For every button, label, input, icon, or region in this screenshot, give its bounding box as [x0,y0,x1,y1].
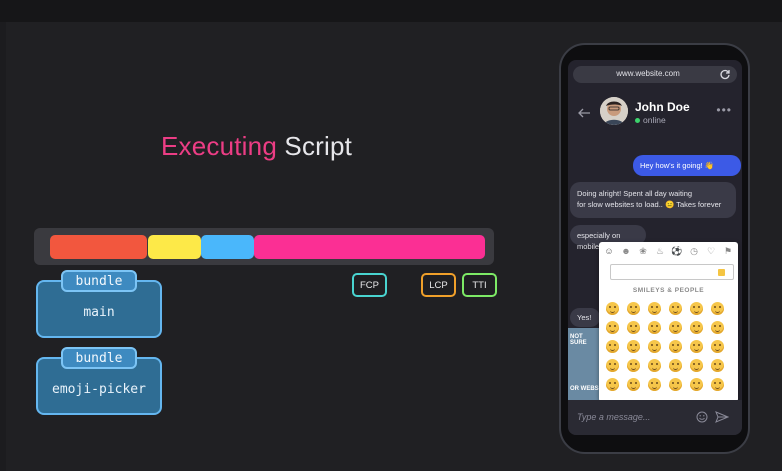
send-icon[interactable] [715,411,729,423]
emoji-smiley-icon[interactable] [627,359,640,372]
url-text: www.website.com [616,69,680,78]
main-bundle-tag-label: bundle [75,273,123,289]
timeline-segment-yellow [148,235,201,259]
message-composer: Type a message... [568,400,742,435]
timeline-segment-red [50,235,147,259]
emoji-smiley-icon[interactable] [606,340,619,353]
emoji-smiley-icon[interactable] [669,321,682,334]
message-outgoing: Hey how's it going! 👋 [633,155,741,176]
emoji-smiley-icon[interactable] [627,340,640,353]
meme-bottom-text: OR WEBS [570,386,599,392]
message-outgoing-text: Hey how's it going! 👋 [640,161,715,170]
emoji-smiley-icon[interactable] [648,359,661,372]
browser-url-bar[interactable]: www.website.com [573,66,737,83]
emoji-smiley-icon[interactable] [669,359,682,372]
main-bundle-tag: bundle [61,270,137,292]
emoji-smiley-icon[interactable] [690,302,703,315]
emoji-smiley-icon[interactable] [711,359,724,372]
emoji-smiley-icon[interactable] [606,302,619,315]
emoji-smiley-icon[interactable] [690,340,703,353]
emoji-smiley-icon[interactable] [606,378,619,391]
emoji-smiley-icon[interactable] [648,340,661,353]
message-incoming-line: Doing alright! Spent all day waiting [577,189,693,198]
reload-icon[interactable] [719,68,731,80]
message-incoming-text: Yes! [577,313,592,322]
emoji-section-title: SMILEYS & PEOPLE [632,287,705,294]
top-bar [0,0,782,22]
emoji-smiley-icon[interactable] [627,378,640,391]
message-incoming: Doing alright! Spent all day waiting for… [570,182,736,218]
timeline-segment-blue [201,235,254,259]
avatar-portrait-icon [600,97,628,125]
emoji-picker-bundle-name: emoji-picker [52,381,146,397]
emoji-category-bar: ☺ ☻ ❀ ♨ ⚽ ◷ ♡ ⚑ [603,246,734,260]
fcp-label: FCP [360,279,379,291]
emoji-smiley-icon[interactable] [648,378,661,391]
emoji-smiley-icon[interactable] [711,321,724,334]
flag-icon[interactable]: ⚑ [723,246,733,256]
emoji-smiley-icon[interactable] [606,321,619,334]
soccer-icon[interactable]: ⚽ [671,246,683,256]
emoji-smiley-icon[interactable] [648,321,661,334]
emoji-toggle-icon[interactable] [696,411,708,423]
message-incoming-text: especially on mobile... [577,231,621,251]
emoji-picker: ☺ ☻ ❀ ♨ ⚽ ◷ ♡ ⚑ SMILEYS & PEOPLE [599,242,738,402]
main-bundle-name: main [83,304,115,320]
meme-image[interactable]: NOT SURE OR WEBS [568,328,600,400]
animal-icon[interactable]: ❀ [639,246,647,256]
message-incoming: especially on mobile... [570,225,646,251]
emoji-smiley-icon[interactable] [690,321,703,334]
emoji-smiley-icon[interactable] [711,302,724,315]
timeline-segment-pink [254,235,485,259]
people-icon[interactable]: ☻ [621,246,631,256]
meme-top-text: NOT SURE [570,334,587,346]
online-status-dot [635,118,640,123]
emoji-smiley-icon[interactable] [669,378,682,391]
avatar[interactable] [600,97,628,125]
smiley-icon[interactable]: ☺ [604,246,614,256]
slide-title-accent: Executing [161,131,277,161]
food-icon[interactable]: ♨ [655,246,665,256]
back-arrow-icon[interactable] [577,108,591,118]
script-timeline [34,228,494,265]
lcp-marker: LCP [421,273,456,297]
emoji-smiley-icon[interactable] [690,378,703,391]
slide-title: Executing Script [161,131,352,162]
emoji-grid [606,302,732,391]
lcp-label: LCP [429,279,448,291]
message-incoming: Yes! [570,308,600,327]
more-options-icon[interactable]: ••• [716,103,732,117]
tti-marker: TTI [462,273,497,297]
emoji-smiley-icon[interactable] [711,340,724,353]
phone-screen: www.website.com John Doe online ••• Hey … [568,60,742,435]
emoji-smiley-icon[interactable] [690,359,703,372]
emoji-smiley-icon[interactable] [669,302,682,315]
emoji-smiley-icon[interactable] [627,302,640,315]
emoji-search-icon[interactable] [718,269,725,276]
emoji-smiley-icon[interactable] [711,378,724,391]
emoji-smiley-icon[interactable] [669,340,682,353]
contact-name: John Doe [635,100,690,114]
heart-icon[interactable]: ♡ [706,246,716,256]
emoji-picker-bundle-tag-label: bundle [75,350,123,366]
contact-status: online [643,115,666,125]
emoji-smiley-icon[interactable] [606,359,619,372]
message-incoming-line: for slow websites to load.. 😑 Takes fore… [577,200,722,209]
slide-title-rest: Script [276,131,353,161]
tti-label: TTI [472,279,487,291]
emoji-search-input[interactable] [610,264,734,280]
fcp-marker: FCP [352,273,387,297]
emoji-smiley-icon[interactable] [648,302,661,315]
emoji-picker-bundle-tag: bundle [61,347,137,369]
clock-icon[interactable]: ◷ [690,246,698,256]
message-input[interactable]: Type a message... [577,412,651,422]
emoji-smiley-icon[interactable] [627,321,640,334]
